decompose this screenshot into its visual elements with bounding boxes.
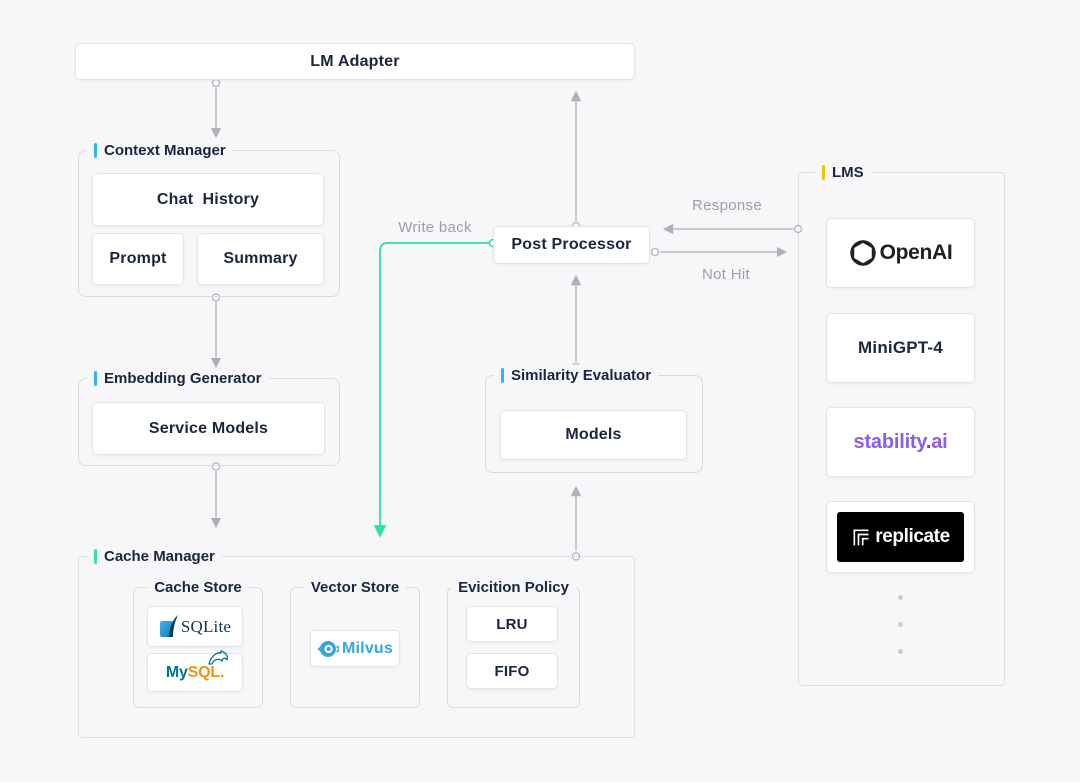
embedding-generator-group: Embedding Generator xyxy=(78,368,340,466)
write-back-label: Write back xyxy=(398,219,472,236)
context-manager-group: Context Manager xyxy=(78,140,340,297)
openai-icon xyxy=(849,240,876,266)
sqlite-icon xyxy=(159,614,178,637)
fifo-node: FIFO xyxy=(466,653,558,689)
blue-accent-bar xyxy=(501,368,504,383)
replicate-badge: replicate xyxy=(837,512,964,562)
cache-manager-group: Cache Manager xyxy=(78,546,635,738)
eviction-policy-group: Evicition Policy xyxy=(447,577,580,708)
blue-accent-bar xyxy=(94,371,97,386)
minigpt4-node: MiniGPT-4 xyxy=(826,313,975,383)
cache-manager-title: Cache Manager xyxy=(87,546,222,567)
connector-dot xyxy=(650,247,660,257)
replicate-node: replicate xyxy=(826,501,975,573)
lm-adapter-label: LM Adapter xyxy=(310,52,400,70)
summary-node: Summary xyxy=(197,233,324,285)
milvus-node: Milvus xyxy=(310,630,400,667)
milvus-eye-icon xyxy=(317,640,339,657)
lms-group: LMS xyxy=(798,162,1005,686)
similarity-evaluator-group: Similarity Evaluator xyxy=(485,365,703,473)
sqlite-node: SQLite xyxy=(147,606,243,647)
prompt-node: Prompt xyxy=(92,233,184,285)
stability-ai-node: stability.ai xyxy=(826,407,975,477)
connector-dot xyxy=(211,78,221,88)
vector-store-title: Vector Store xyxy=(303,577,407,598)
green-accent-bar xyxy=(94,549,97,564)
response-label: Response xyxy=(692,197,762,214)
yellow-accent-bar xyxy=(822,165,825,180)
cache-store-title: Cache Store xyxy=(147,577,249,598)
context-manager-title: Context Manager xyxy=(87,140,233,161)
lm-adapter-node: LM Adapter xyxy=(75,43,635,80)
similarity-evaluator-title: Similarity Evaluator xyxy=(494,365,659,386)
not-hit-label: Not Hit xyxy=(702,266,750,283)
embedding-generator-title: Embedding Generator xyxy=(87,368,269,389)
ellipsis-dot xyxy=(898,649,903,654)
blue-accent-bar xyxy=(94,143,97,158)
vector-store-group: Vector Store xyxy=(290,577,420,708)
mysql-dolphin-icon xyxy=(208,649,229,665)
ellipsis-dot xyxy=(898,622,903,627)
openai-node: OpenAI xyxy=(826,218,975,288)
service-models-node: Service Models xyxy=(92,402,325,455)
chat-history-node: Chat History xyxy=(92,173,324,226)
edge-write-back xyxy=(373,242,489,538)
eviction-policy-title: Evicition Policy xyxy=(451,577,576,598)
post-processor-node: Post Processor xyxy=(493,226,650,264)
ellipsis-dot xyxy=(898,595,903,600)
cache-store-group: Cache Store xyxy=(133,577,263,708)
models-node: Models xyxy=(500,410,687,460)
lru-node: LRU xyxy=(466,606,558,642)
replicate-icon xyxy=(853,529,869,546)
lms-title: LMS xyxy=(815,162,871,183)
